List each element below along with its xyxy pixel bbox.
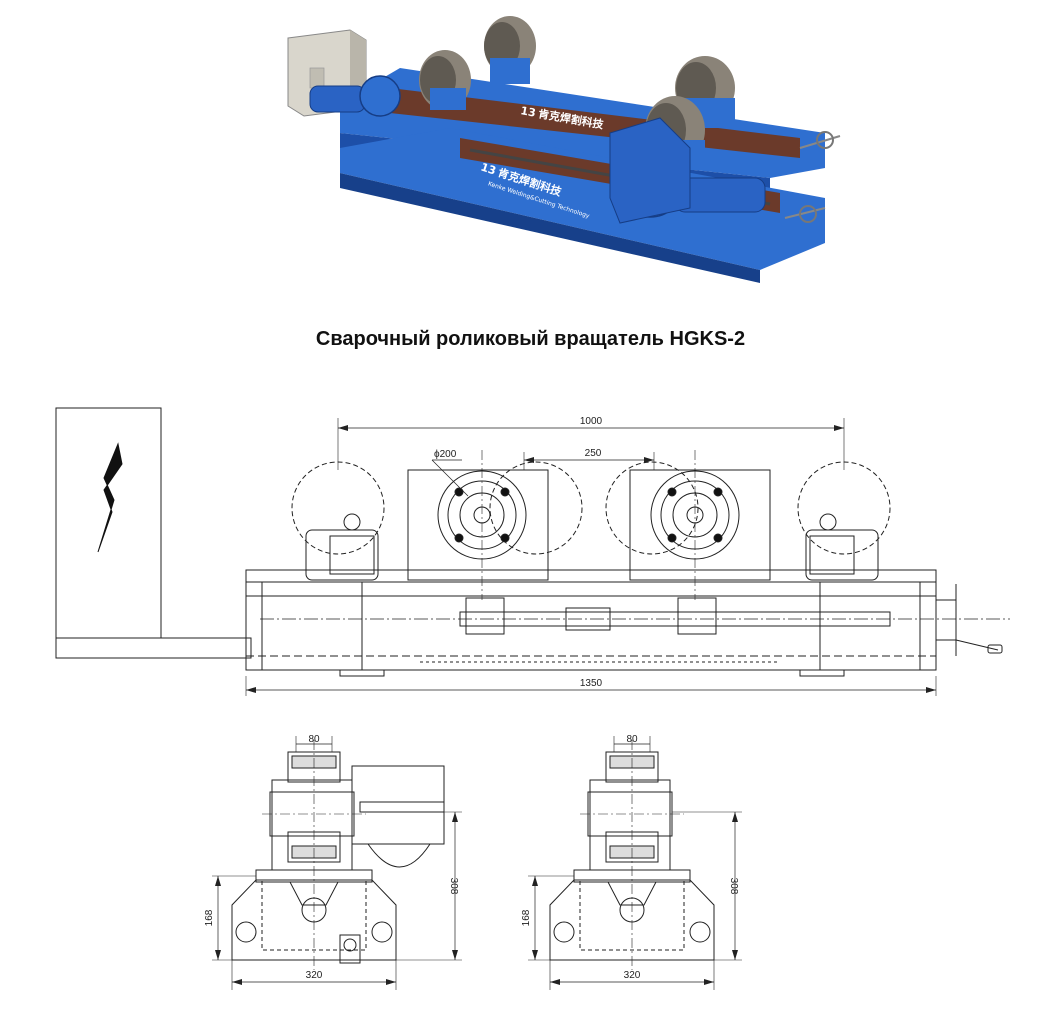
cabinet-base (55, 637, 252, 659)
right-dim-base-height: 168 (521, 909, 532, 926)
handwheel-front (784, 205, 826, 223)
left-dim-width: 320 (306, 970, 323, 981)
right-dim-width: 320 (624, 970, 641, 981)
lightning-icon (97, 442, 123, 553)
right-dim-wheel-width: 80 (626, 734, 638, 745)
dim-roller-spacing: 1000 (580, 416, 603, 427)
side-view: 1000 250 ϕ200 1350 (55, 407, 1010, 696)
page-title: Сварочный роликовый вращатель HGKS-2 (315, 328, 746, 350)
dim-overall-length: 1350 (580, 678, 603, 689)
svg-text:13: 13 (519, 104, 536, 119)
left-dim-base-height: 168 (204, 909, 215, 926)
motor-rear (309, 75, 401, 117)
dim-wheel-spacing: 250 (585, 448, 602, 459)
roller-rear-right (484, 16, 536, 84)
svg-text:13: 13 (479, 160, 498, 177)
left-dim-height: 308 (448, 878, 459, 895)
roller-rear-left (419, 50, 471, 110)
left-dim-wheel-width: 80 (308, 734, 320, 745)
right-dim-height: 308 (728, 878, 739, 895)
dim-wheel-diameter: ϕ200 (434, 449, 457, 460)
machine-photo: 13 肯克焊割科技 13 肯克焊割科技 Kenke Welding&Cuttin… (287, 16, 841, 283)
handwheel-rear (799, 131, 841, 149)
end-view-right: 80 308 168 320 (521, 734, 742, 990)
end-view-left: 80 308 168 320 (204, 734, 462, 990)
